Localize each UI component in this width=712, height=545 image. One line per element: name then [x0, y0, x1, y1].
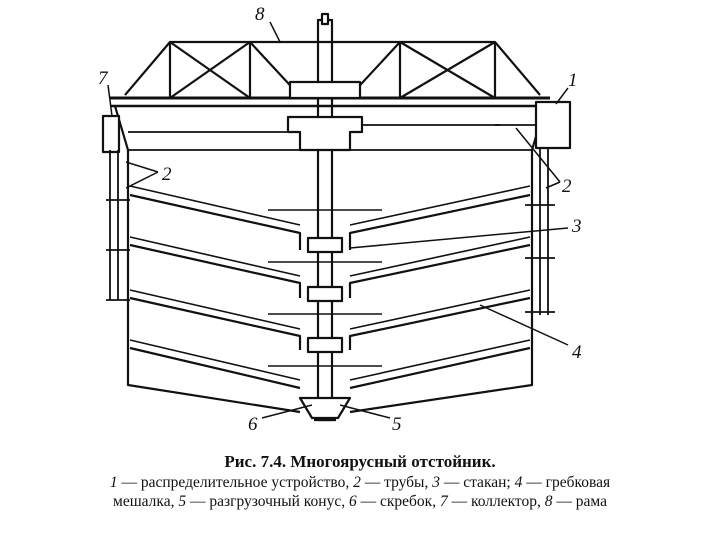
- label-5: 5: [392, 414, 402, 435]
- tier-2: [129, 236, 531, 303]
- label-7: 7: [98, 68, 109, 89]
- legend-number: 3: [432, 474, 440, 491]
- legend-number: 2: [353, 474, 361, 491]
- figure-caption: Рис. 7.4. Многоярусный отстойник. 1 — ра…: [70, 452, 650, 511]
- caption-title: Рис. 7.4. Многоярусный отстойник.: [224, 452, 496, 471]
- legend-text: коллектор: [470, 493, 537, 510]
- pipes-left: [106, 150, 130, 301]
- tier-1: [129, 185, 531, 254]
- legend-item-4: 4 — гребковая мешалка: [113, 474, 611, 510]
- legend-item-7: 7 — коллектор: [439, 493, 537, 510]
- pipes-right: [525, 148, 555, 315]
- tank-wall-left: [113, 105, 301, 414]
- legend-text: разгрузочный конус: [209, 493, 342, 510]
- caption-legend: 1 — распределительное устройство, 2 — тр…: [109, 474, 611, 510]
- legend-text: скребок: [379, 493, 433, 510]
- discharge-cone: [298, 396, 352, 420]
- label-2-right: 2: [562, 176, 572, 197]
- legend-text: трубы: [384, 474, 425, 491]
- legend-item-1: 1 — распределительное устройство: [109, 474, 346, 491]
- legend-text: стакан: [463, 474, 507, 491]
- collector-box: [101, 114, 121, 154]
- legend-item-6: 6 — скребок: [348, 493, 433, 510]
- legend-number: 8: [544, 493, 553, 510]
- legend-number: 5: [178, 493, 187, 510]
- tier-3: [129, 289, 531, 354]
- legend-text: распределительное устройство: [140, 474, 346, 491]
- label-4: 4: [572, 342, 582, 363]
- distribution-device-box: [534, 100, 572, 150]
- legend-number: 4: [514, 474, 523, 491]
- legend-item-8: 8 — рама: [544, 493, 607, 510]
- glass-top: [286, 115, 364, 152]
- label-3: 3: [571, 216, 582, 237]
- settler-diagram: 8 1 7 2 2 3 4 5 6: [98, 4, 582, 435]
- legend-item-3: 3 — стакан: [432, 474, 507, 491]
- legend-item-2: 2 — трубы: [353, 474, 425, 491]
- legend-text: рама: [575, 493, 607, 510]
- label-8: 8: [255, 4, 265, 25]
- tier-4: [129, 339, 531, 390]
- truss-frame: [110, 40, 550, 108]
- central-shaft: [316, 18, 334, 422]
- legend-number: 6: [348, 493, 357, 510]
- legend-item-5: 5 — разгрузочный конус: [178, 493, 342, 510]
- label-2-left: 2: [162, 164, 172, 185]
- legend-text: гребковая мешалка: [113, 474, 611, 510]
- legend-number: 7: [439, 493, 448, 510]
- legend-number: 1: [109, 474, 118, 491]
- shaft-top: [320, 12, 330, 26]
- label-1: 1: [568, 70, 578, 91]
- label-6: 6: [248, 414, 258, 435]
